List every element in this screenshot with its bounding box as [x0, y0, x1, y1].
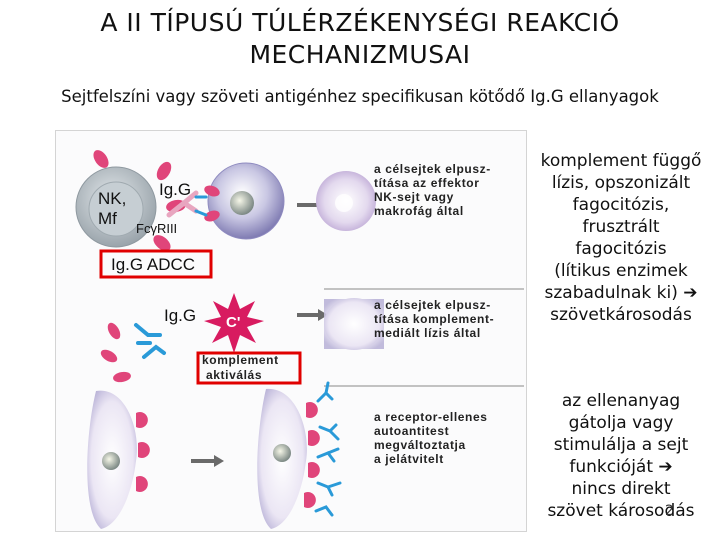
right-text-bottom: az ellenanyag gátolja vagy stimulálja a …: [524, 390, 718, 522]
desc1-line1: a célsejtek elpusz-: [374, 162, 491, 176]
lysed-cell-adcc: [316, 171, 376, 231]
mechanism-diagram: NK, Mf Ig.G FcγRIII Ig.G ADCC a célsejte…: [75, 150, 524, 529]
tissue-complement: [324, 298, 384, 350]
desc2-line3: mediált lízis által: [374, 326, 481, 340]
igg-label-top: Ig.G: [159, 180, 191, 199]
adcc-label: Ig.G ADCC: [111, 255, 195, 274]
desc3-line4: a jelátvitelt: [374, 452, 444, 466]
antibody-target: [194, 195, 208, 217]
page-subtitle: Sejtfelszíni vagy szöveti antigénhez spe…: [61, 87, 659, 106]
right-top-line: frusztrált: [582, 217, 660, 237]
page-title-line-2: MECHANIZMUSAI: [249, 40, 471, 69]
right-bottom-line: az ellenanyag: [561, 391, 681, 411]
tissue-receptor-left: [87, 390, 137, 529]
receptor-markers-right: [304, 402, 320, 508]
right-top-line: szövetkárosodás: [550, 305, 692, 325]
right-top-line: lízis, opszonizált: [551, 173, 691, 193]
arrow-receptor-head: [214, 455, 224, 467]
nk-effector-cell: [75, 166, 157, 248]
desc3-line2: autoantitest: [374, 424, 449, 438]
target-cell-adcc: [207, 162, 285, 240]
mf-label: Mf: [98, 209, 117, 228]
receptor-markers-left: [136, 412, 150, 492]
desc2-line2: títása komplement-: [374, 312, 494, 326]
complement-highlight-box: [196, 351, 302, 385]
desc2-line1: a célsejtek elpusz-: [374, 298, 491, 312]
complement-star: [204, 293, 264, 353]
right-text-top: komplement függő lízis, opszonizált fago…: [524, 150, 718, 326]
right-bottom-line: nincs direkt: [571, 479, 671, 499]
right-bottom-line: szövet károsodás: [547, 501, 695, 521]
desc3-line1: a receptor-ellenes: [374, 410, 488, 424]
desc3-line3: megváltoztatja: [374, 438, 466, 452]
desc1-line2: títása az effektor: [374, 176, 480, 190]
complement-label: C': [226, 314, 240, 331]
right-top-line: fagocitózis,: [572, 195, 670, 215]
right-bottom-line: funkcióját ➔: [569, 457, 673, 477]
antibody-mid: [134, 323, 166, 359]
right-top-line: fagocitózis: [575, 239, 667, 259]
nk-label: NK,: [98, 189, 126, 208]
complement-activation-line2: aktiválás: [206, 368, 262, 382]
right-top-line: (lítikus enzimek: [554, 261, 688, 281]
igg-label-mid: Ig.G: [164, 306, 196, 325]
autoantibodies: [314, 381, 342, 517]
arrow-complement-head: [318, 309, 328, 321]
right-top-line: komplement függő: [540, 151, 702, 171]
antibody-top: [166, 190, 199, 218]
right-top-line: szabadulnak ki) ➔: [544, 283, 698, 303]
fc-receptor-label: FcγRIII: [136, 221, 177, 236]
page-title-line-1: A II TÍPUSÚ TÚLÉRZÉKENYSÉGI REAKCIÓ: [100, 8, 620, 37]
page-number: 2: [665, 503, 674, 519]
desc1-line3: NK-sejt vagy: [374, 190, 454, 204]
right-bottom-line: gátolja vagy: [568, 413, 674, 433]
antigen-markers-mid: [100, 322, 131, 383]
antigen-markers-top: [93, 150, 186, 251]
right-bottom-line: stimulálja a sejt: [553, 435, 689, 455]
antigen-markers-target: [204, 185, 220, 222]
tissue-receptor-right: [257, 388, 307, 529]
mechanism-figure: NK, Mf Ig.G FcγRIII Ig.G ADCC a célsejte…: [55, 130, 527, 532]
desc1-line4: makrofág által: [374, 204, 464, 218]
complement-activation-line1: komplement: [202, 353, 279, 367]
adcc-highlight-box: [99, 249, 213, 279]
